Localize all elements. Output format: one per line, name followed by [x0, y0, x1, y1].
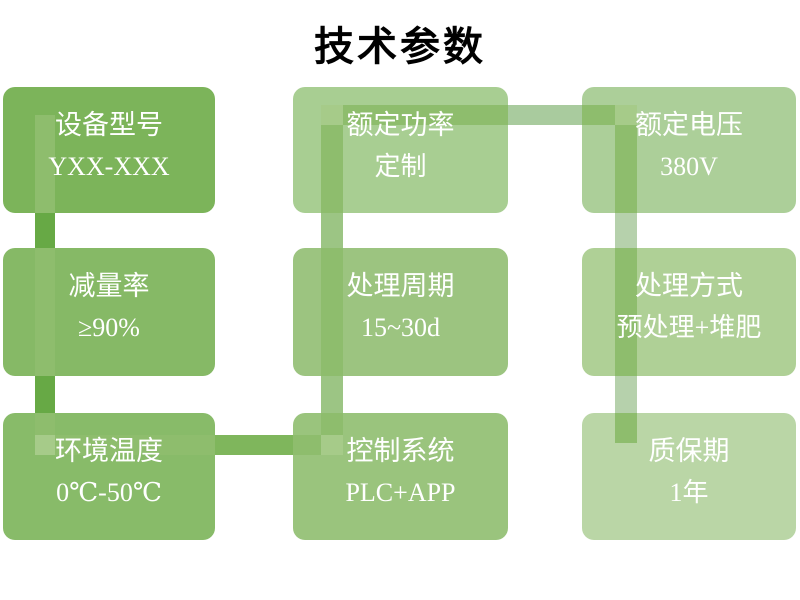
connector-segment: [615, 248, 637, 376]
connector-segment: [321, 435, 343, 455]
connector-segment: [321, 248, 343, 376]
connector-segment: [615, 413, 637, 443]
param-label-ambient-temperature: 环境温度: [55, 436, 163, 466]
param-value-treatment-method: 预处理+堆肥: [616, 313, 762, 342]
param-value-warranty-period: 1年: [669, 478, 709, 507]
param-label-treatment-method: 处理方式: [635, 271, 743, 301]
param-value-control-system: PLC+APP: [345, 478, 456, 507]
connector-segment: [293, 435, 321, 455]
connector-segment: [343, 105, 508, 125]
param-label-rated-power: 额定功率: [346, 110, 455, 140]
connector-segment: [321, 413, 343, 435]
param-value-rated-voltage: 380V: [660, 152, 718, 181]
connector-segment: [35, 115, 55, 213]
connector-segment: [35, 435, 55, 455]
connector-segment: [615, 105, 637, 125]
connector-segment: [35, 213, 55, 248]
connector-segment: [35, 376, 55, 413]
connector-segment: [321, 213, 343, 248]
connector-segment: [615, 125, 637, 213]
param-label-reduction-rate: 减量率: [68, 271, 150, 301]
param-label-device-model: 设备型号: [55, 110, 163, 140]
param-value-treatment-cycle: 15~30d: [360, 313, 441, 342]
param-value-device-model: YXX-XXX: [48, 152, 170, 181]
connector-segment: [582, 105, 615, 125]
connector-segment: [615, 376, 637, 413]
connector-segment: [321, 125, 343, 213]
page-title: 技术参数: [314, 25, 486, 69]
connector-segment: [35, 248, 55, 376]
param-label-control-system: 控制系统: [346, 436, 455, 466]
connector-segment: [55, 435, 215, 455]
connector-segment: [508, 105, 582, 125]
connector-segment: [35, 413, 55, 435]
param-value-ambient-temperature: 0℃-50℃: [56, 478, 162, 507]
param-value-reduction-rate: ≥90%: [78, 313, 140, 342]
param-label-treatment-cycle: 处理周期: [346, 271, 455, 301]
connector-segment: [615, 213, 637, 248]
connector-segment: [321, 105, 343, 125]
param-value-rated-power: 定制: [374, 152, 427, 181]
connector-segment: [321, 376, 343, 413]
param-label-warranty-period: 质保期: [648, 436, 730, 466]
param-label-rated-voltage: 额定电压: [635, 110, 743, 140]
connector-segment: [215, 435, 293, 455]
